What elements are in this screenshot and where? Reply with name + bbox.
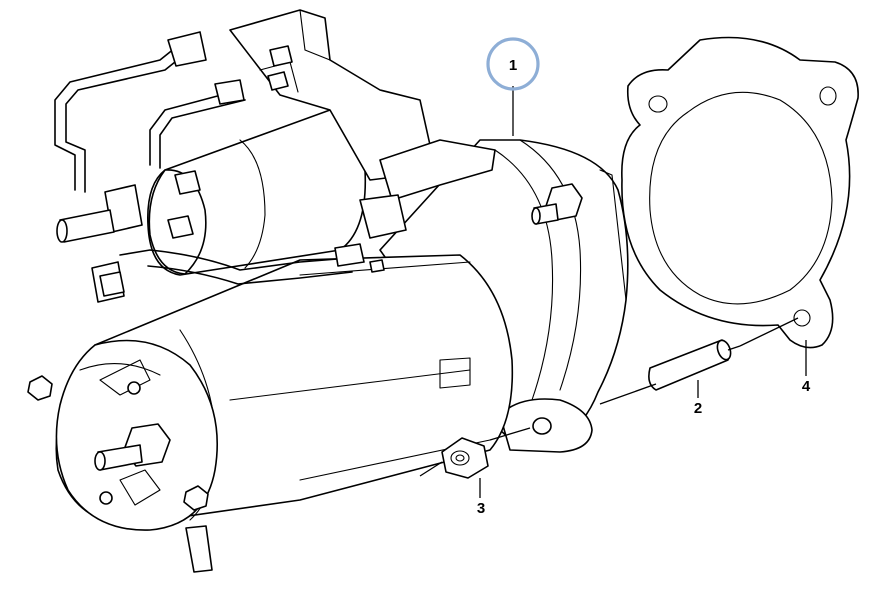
gasket-part[interactable] [621, 36, 859, 349]
flange-nut-part[interactable] [441, 437, 489, 479]
callout-3-label: 3 [477, 500, 485, 517]
callout-2[interactable]: 2 [694, 400, 702, 417]
callout-4[interactable]: 4 [802, 378, 811, 395]
dowel-pin-part[interactable] [648, 339, 733, 391]
leader-lines [419, 86, 807, 498]
callout-1-label: 1 [509, 57, 517, 74]
starter-motor-part[interactable] [27, 9, 629, 573]
callout-4-label: 4 [802, 378, 811, 395]
callout-3[interactable]: 3 [477, 500, 485, 517]
callout-1[interactable]: 1 [486, 37, 540, 91]
callout-2-label: 2 [694, 400, 702, 417]
callout-1-highlight-ring [486, 37, 540, 91]
